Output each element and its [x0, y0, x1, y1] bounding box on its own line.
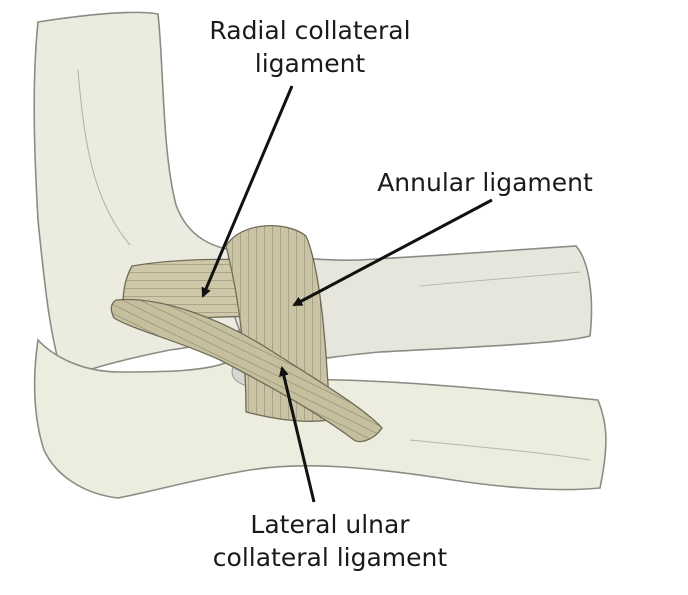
radial-collateral-arrow	[201, 85, 294, 298]
lucl-label-line-1: Lateral ulnar	[250, 510, 410, 539]
lateral-ulnar-collateral-ligament-label: Lateral ulnar collateral ligament	[180, 508, 480, 574]
radial-collateral-label-line-2: ligament	[254, 49, 366, 78]
lateral-ulnar-collateral-ligament-band	[110, 298, 383, 443]
lucl-label-line-2: collateral ligament	[212, 543, 448, 572]
radius-contour-line	[419, 271, 581, 287]
lateral-ulnar-collateral-arrow	[278, 366, 316, 503]
humerus-contour-line	[77, 69, 131, 246]
annular-label-line-1: Annular ligament	[377, 168, 593, 197]
annular-arrow	[292, 198, 493, 307]
radial-collateral-ligament-label: Radial collateral ligament	[180, 14, 440, 80]
ulna-contour-line	[409, 439, 591, 461]
annular-ligament-label: Annular ligament	[360, 166, 610, 199]
radial-collateral-label-line-1: Radial collateral	[209, 16, 411, 45]
